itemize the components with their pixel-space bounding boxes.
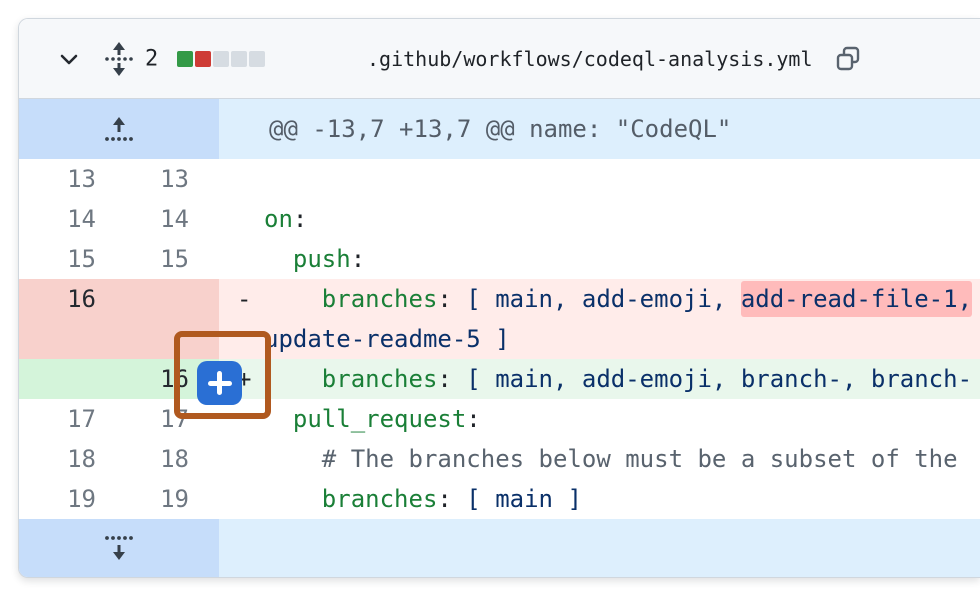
diff-row: 14 14 on: [19, 199, 980, 239]
chevron-down-icon [56, 46, 82, 72]
code-line: pull_request: [292, 405, 481, 433]
code-line: push: [292, 245, 366, 273]
drag-vertical-icon [103, 41, 135, 77]
new-line-number[interactable] [119, 279, 219, 359]
new-line-number[interactable]: 18 [160, 445, 189, 473]
code-line: update-readme-5 ] [264, 325, 510, 353]
old-line-number[interactable]: 18 [67, 445, 96, 473]
new-line-number[interactable]: 19 [160, 485, 189, 513]
code-cell: # The branches below must be a subset of… [219, 439, 980, 479]
code-cell: on: [219, 199, 980, 239]
footer-row [19, 519, 980, 577]
old-line-number[interactable]: 15 [67, 245, 96, 273]
code-line: branches: [ main, add-emoji, branch-, br… [321, 365, 973, 393]
diff-row: 16+ branches: [ main, add-emoji, branch-… [19, 359, 980, 399]
code-cell: - branches: [ main, add-emoji, add-read-… [219, 279, 980, 359]
code-cell [219, 159, 980, 199]
code-cell: push: [219, 239, 980, 279]
diffstat-square-deletion [195, 50, 211, 67]
diff-row: 17 17 pull_request: [19, 399, 980, 439]
expand-down-button[interactable] [19, 519, 219, 577]
diff-row: 16 - branches: [ main, add-emoji, add-rea… [19, 279, 980, 359]
changes-count: 2 [145, 46, 159, 71]
diffstat-square-neutral [231, 50, 247, 67]
expand-up-icon [102, 115, 136, 143]
code-cell: pull_request: [219, 399, 980, 439]
old-line-number[interactable]: 17 [67, 405, 96, 433]
old-line-number[interactable]: 13 [67, 165, 96, 193]
code-cell: branches: [ main ] [219, 479, 980, 519]
code-line: branches: [ main, add-emoji, add-read-fi… [264, 279, 980, 319]
new-line-number[interactable]: 14 [160, 205, 189, 233]
add-comment-button[interactable] [197, 361, 242, 405]
expand-down-icon [102, 534, 136, 562]
new-line-number[interactable]: 17 [160, 405, 189, 433]
file-header: 2 .github/workflows/codeql-analysis.yml [19, 19, 980, 99]
old-line-number[interactable]: 14 [67, 205, 96, 233]
copy-icon [834, 45, 862, 73]
new-line-number[interactable]: 15 [160, 245, 189, 273]
diff-rows: 13 13 14 14 on: 15 15 push: 16 - branches: [ mai… [19, 159, 980, 519]
file-diff-card: 2 .github/workflows/codeql-analysis.yml [18, 18, 980, 578]
copy-path-button[interactable] [832, 43, 864, 75]
file-path[interactable]: .github/workflows/codeql-analysis.yml [367, 46, 813, 71]
hunk-header-text: @@ -13,7 +13,7 @@ name: "CodeQL" [219, 99, 980, 159]
diffstat-square-addition [177, 50, 193, 67]
code-line: branches: [ main ] [321, 485, 582, 513]
code-line: on: [264, 205, 308, 233]
diff-row: 19 19 branches: [ main ] [19, 479, 980, 519]
drag-handle[interactable] [103, 40, 135, 78]
code-line [264, 159, 980, 199]
footer-spacer [219, 519, 980, 577]
new-line-number[interactable]: 13 [160, 165, 189, 193]
code-line: # The branches below must be a subset of… [321, 445, 958, 473]
old-line-number[interactable]: 16 [19, 279, 119, 359]
diffstat-square-neutral [213, 50, 229, 67]
diffstat [177, 50, 265, 67]
diffstat-square-neutral [249, 50, 265, 67]
expand-up-button[interactable] [19, 99, 219, 159]
diff-row: 13 13 [19, 159, 980, 199]
old-line-number[interactable]: 19 [67, 485, 96, 513]
hunk-row: @@ -13,7 +13,7 @@ name: "CodeQL" [19, 99, 980, 159]
old-line-number[interactable] [19, 359, 119, 399]
code-cell: + branches: [ main, add-emoji, branch-, … [219, 359, 980, 399]
diff-row: 18 18 # The branches below must be a subs… [19, 439, 980, 479]
diff-marker: - [237, 285, 252, 313]
collapse-file-button[interactable] [55, 45, 83, 73]
diff-row: 15 15 push: [19, 239, 980, 279]
